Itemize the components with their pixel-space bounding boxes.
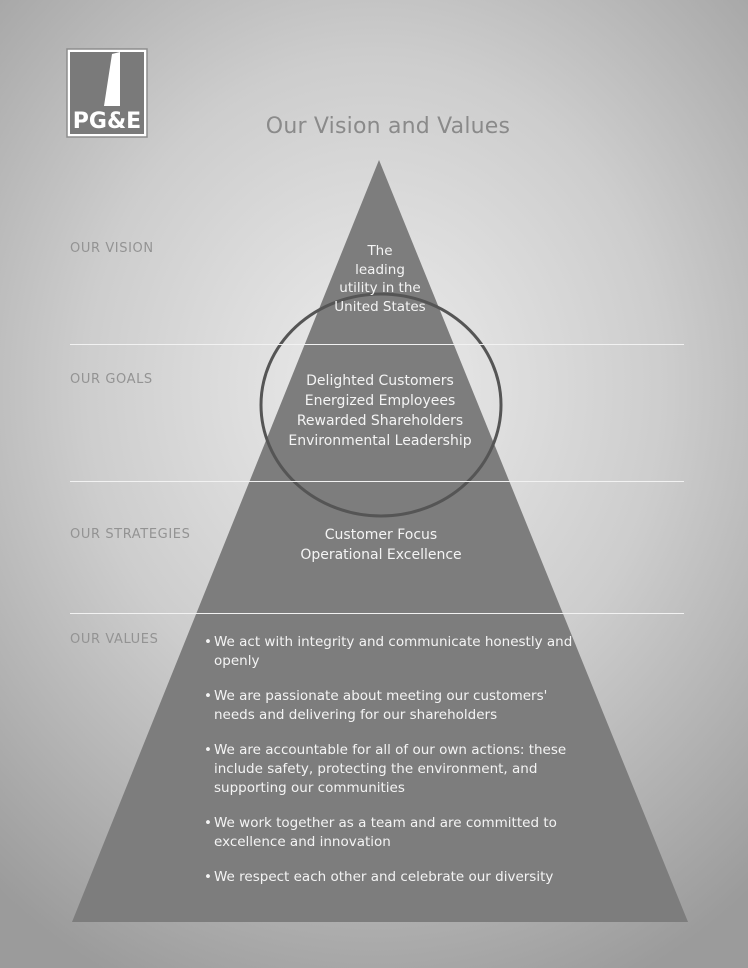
bullet-mark: •: [204, 634, 212, 650]
value-text: We act with integrity and communicate ho…: [214, 634, 573, 669]
vision-line: leading: [355, 261, 405, 278]
logo-mark: PG&E: [66, 48, 148, 138]
vision-line: United States: [334, 298, 426, 315]
value-item: •We respect each other and celebrate our…: [204, 868, 580, 887]
vision-line: utility in the: [339, 280, 421, 296]
value-text: We respect each other and celebrate our …: [214, 869, 554, 885]
bullet-mark: •: [204, 742, 212, 758]
vision-statement: The leading utility in the United States: [330, 242, 430, 316]
divider-strategies-values: [70, 613, 684, 614]
value-text: We are passionate about meeting our cust…: [214, 688, 548, 723]
strategy-item: Operational Excellence: [300, 547, 462, 563]
goal-item: Rewarded Shareholders: [296, 413, 464, 429]
value-item: •We are passionate about meeting our cus…: [204, 687, 580, 725]
highlight-circle: [259, 292, 503, 518]
section-label-vision: OUR VISION: [70, 241, 154, 256]
value-item: •We act with integrity and communicate h…: [204, 633, 580, 671]
value-text: We are accountable for all of our own ac…: [214, 742, 567, 796]
company-logo: PG&E: [66, 48, 148, 138]
goal-item: Energized Employees: [304, 393, 456, 409]
strategies-list: Customer Focus Operational Excellence: [268, 525, 494, 565]
values-list: •We act with integrity and communicate h…: [204, 633, 580, 903]
section-label-values: OUR VALUES: [70, 632, 159, 647]
logo-text: PG&E: [73, 109, 141, 134]
value-item: •We work together as a team and are comm…: [204, 814, 580, 852]
section-label-goals: OUR GOALS: [70, 372, 153, 387]
bullet-mark: •: [204, 869, 212, 885]
strategy-item: Customer Focus: [324, 527, 438, 543]
goals-list: Delighted Customers Energized Employees …: [270, 371, 490, 451]
section-label-strategies: OUR STRATEGIES: [70, 527, 191, 542]
vision-line: The: [367, 243, 393, 259]
divider-goals-strategies: [70, 481, 684, 482]
goal-item: Delighted Customers: [306, 373, 454, 389]
pyramid-shape: [72, 160, 688, 922]
page-title: Our Vision and Values: [265, 114, 511, 139]
bullet-mark: •: [204, 688, 212, 704]
value-item: •We are accountable for all of our own a…: [204, 741, 580, 798]
goal-item: Environmental Leadership: [288, 433, 472, 449]
bullet-mark: •: [204, 815, 212, 831]
divider-vision-goals: [70, 344, 684, 345]
value-text: We work together as a team and are commi…: [214, 815, 557, 850]
